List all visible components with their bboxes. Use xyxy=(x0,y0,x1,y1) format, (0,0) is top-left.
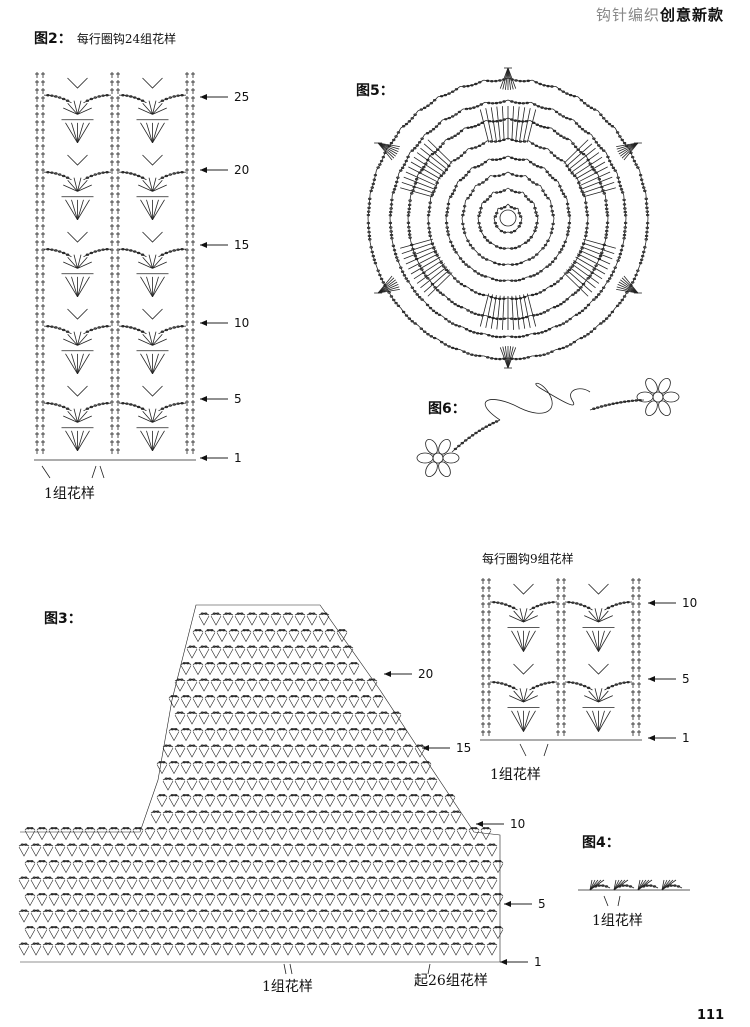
header-series: 钩针编织 xyxy=(595,6,660,24)
small-chart-subtitle: 每行圈钩9组花样 xyxy=(482,552,574,566)
fig2-caption: 1组花样 xyxy=(44,486,95,502)
row-number-label: 15 xyxy=(456,741,471,755)
fig4-edging-chart xyxy=(578,879,690,907)
fig2-chart xyxy=(34,72,196,479)
row-number-label: 10 xyxy=(682,596,697,610)
fig6-label: 图6： xyxy=(428,401,466,417)
header-title: 创意新款 xyxy=(659,6,724,24)
row-number-label: 5 xyxy=(234,392,242,406)
fig3-shaped-panel-chart xyxy=(18,604,504,975)
row-number-label: 1 xyxy=(234,451,242,465)
row-number-label: 15 xyxy=(234,238,249,252)
fig3-label: 图3： xyxy=(44,611,82,627)
small-chart-row-markers: 10 5 1 xyxy=(648,596,697,745)
row-number-label: 1 xyxy=(682,731,690,745)
fig2-title: 图2： 每行圈钩24组花样 xyxy=(34,28,176,48)
fig5-label: 图5： xyxy=(356,83,394,99)
row-number-label: 10 xyxy=(510,817,525,831)
fig5-doily-chart xyxy=(366,67,650,369)
page-number: 111 xyxy=(697,1008,725,1023)
row-number-label: 1 xyxy=(534,955,542,969)
small-chart-caption: 1组花样 xyxy=(490,767,541,783)
fig4-label: 图4： xyxy=(582,835,620,851)
fig2-label: 图2： xyxy=(34,31,72,47)
fig3-row-markers: 20 15 10 5 1 xyxy=(384,667,546,969)
small-chart xyxy=(480,578,642,757)
fig3-caption-unit: 1组花样 xyxy=(262,979,313,995)
fig2-row-markers: 25 20 15 10 5 1 xyxy=(200,90,249,465)
row-number-label: 20 xyxy=(418,667,433,681)
fig2-subtitle: 每行圈钩24组花样 xyxy=(76,32,177,46)
fig4-caption: 1组花样 xyxy=(592,913,643,929)
row-number-label: 5 xyxy=(682,672,690,686)
fig3-caption-start: 起26组花样 xyxy=(414,973,488,989)
page-header: 钩针编织创意新款 xyxy=(596,4,724,25)
row-number-label: 20 xyxy=(234,163,249,177)
row-number-label: 5 xyxy=(538,897,546,911)
row-number-label: 10 xyxy=(234,316,249,330)
row-number-label: 25 xyxy=(234,90,249,104)
fig6-flower-cord-chart xyxy=(416,377,680,478)
